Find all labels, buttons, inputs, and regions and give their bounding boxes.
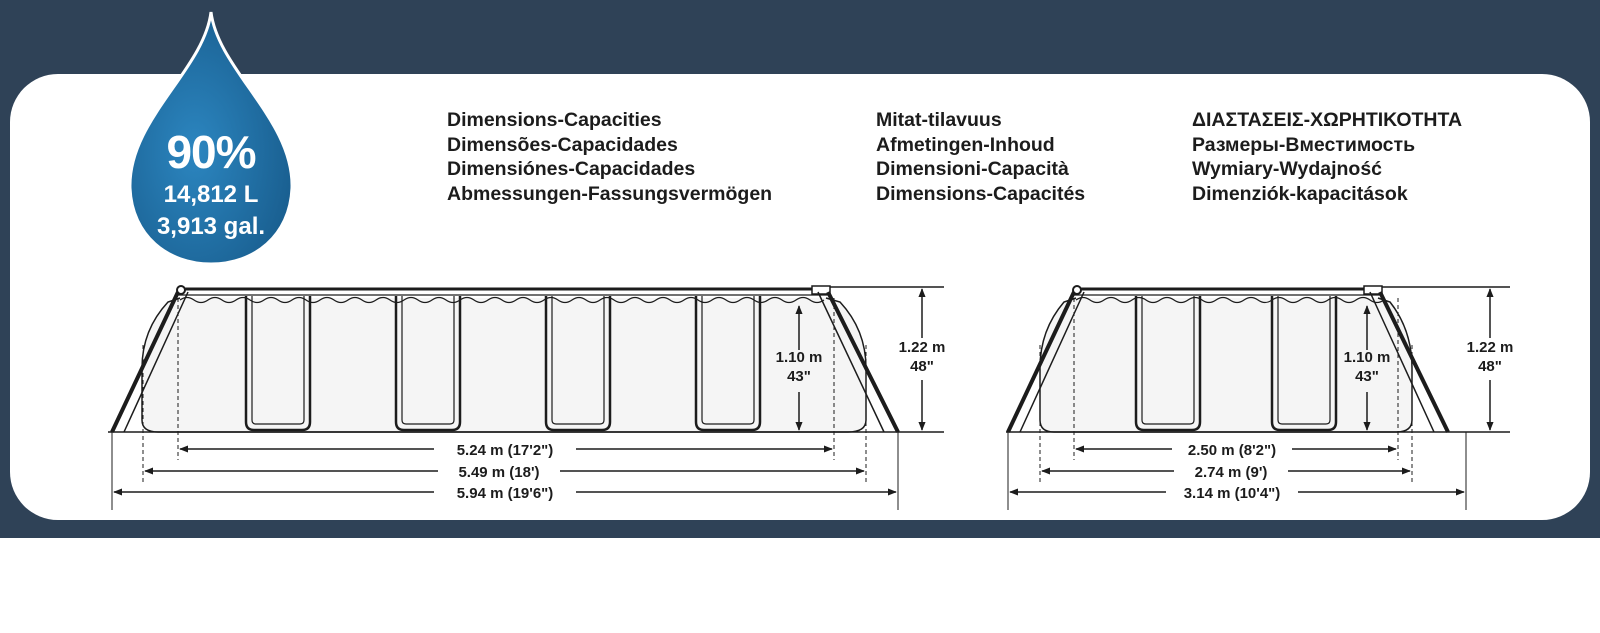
title-text: Afmetingen-Inhoud: [876, 133, 1055, 156]
water-depth-m-label: 1.10 m: [776, 349, 823, 366]
title-text: Dimensions-Capacités: [876, 182, 1086, 205]
capacity-gallons: 3,913 gal.: [156, 213, 266, 240]
frame-leg: [1378, 291, 1450, 433]
support-strap: [694, 296, 762, 432]
frame-leg: [110, 291, 180, 433]
support-strap: [394, 296, 462, 432]
support-strap: [1270, 296, 1338, 432]
titles-column-2: Mitat-tilavuus Afmetingen-Inhoud Dimensi…: [876, 108, 1085, 206]
pool-side-view: [108, 285, 944, 510]
water-drop-icon: [128, 11, 294, 266]
title-text: Mitat-tilavuus: [876, 109, 1002, 131]
pool-end-view: [1006, 285, 1510, 510]
title-text: ΔΙΑΣΤΑΣΕΙΣ-ΧΩΡΗΤΙΚΟΤΗΤΑ: [1192, 109, 1463, 131]
height-m-label: 1.22 m: [1467, 339, 1514, 356]
water-depth-in-label: 43": [787, 368, 811, 385]
support-strap: [1134, 296, 1202, 432]
title-text: Dimensioni-Capacità: [876, 158, 1069, 181]
title-text: Dimensiónes-Capacidades: [447, 158, 696, 181]
end-view-labels: 2.50 m (8'2") 2.74 m (9') 3.14 m (10'4")…: [1184, 339, 1514, 502]
inner-length-label: 5.24 m (17'2"): [457, 442, 554, 459]
water-depth-m-label: 1.10 m: [1344, 349, 1391, 366]
capacity-percent: 90%: [166, 126, 256, 178]
title-text: Размеры-Вместимость: [1192, 133, 1416, 156]
height-in-label: 48": [1478, 358, 1502, 375]
title-text: Wymiary-Wydajność: [1192, 158, 1383, 181]
outer-width-label: 3.14 m (10'4"): [1184, 485, 1281, 502]
titles-column-1: Dimensions-Capacities Dimensões-Capacida…: [447, 108, 772, 206]
water-depth-in-label: 43": [1355, 368, 1379, 385]
support-strap: [244, 296, 312, 432]
water-line: [179, 296, 825, 304]
height-in-label: 48": [910, 358, 934, 375]
inner-width-label: 2.50 m (8'2"): [1188, 442, 1276, 459]
outer-length-label: 5.94 m (19'6"): [457, 485, 554, 502]
title-text: Dimenziók-kapacitások: [1192, 182, 1408, 205]
capacity-liters: 14,812 L: [163, 181, 259, 208]
title-text: Dimensions-Capacities: [447, 109, 662, 131]
mid-width-label: 2.74 m (9'): [1195, 464, 1268, 481]
mid-length-label: 5.49 m (18'): [458, 464, 539, 481]
support-strap: [544, 296, 612, 432]
titles-column-3: ΔΙΑΣΤΑΣΕΙΣ-ΧΩΡΗΤΙΚΟΤΗΤΑ Размеры-Вместимо…: [1192, 108, 1462, 206]
title-text: Dimensões-Capacidades: [447, 133, 678, 156]
frame-leg: [826, 291, 900, 433]
height-m-label: 1.22 m: [899, 339, 946, 356]
frame-leg: [1006, 291, 1076, 433]
title-text: Abmessungen-Fassungsvermögen: [447, 182, 773, 205]
side-view-labels: 5.24 m (17'2") 5.49 m (18') 5.94 m (19'6…: [457, 339, 946, 502]
water-line: [1075, 296, 1385, 304]
pool-liner: [141, 297, 867, 433]
